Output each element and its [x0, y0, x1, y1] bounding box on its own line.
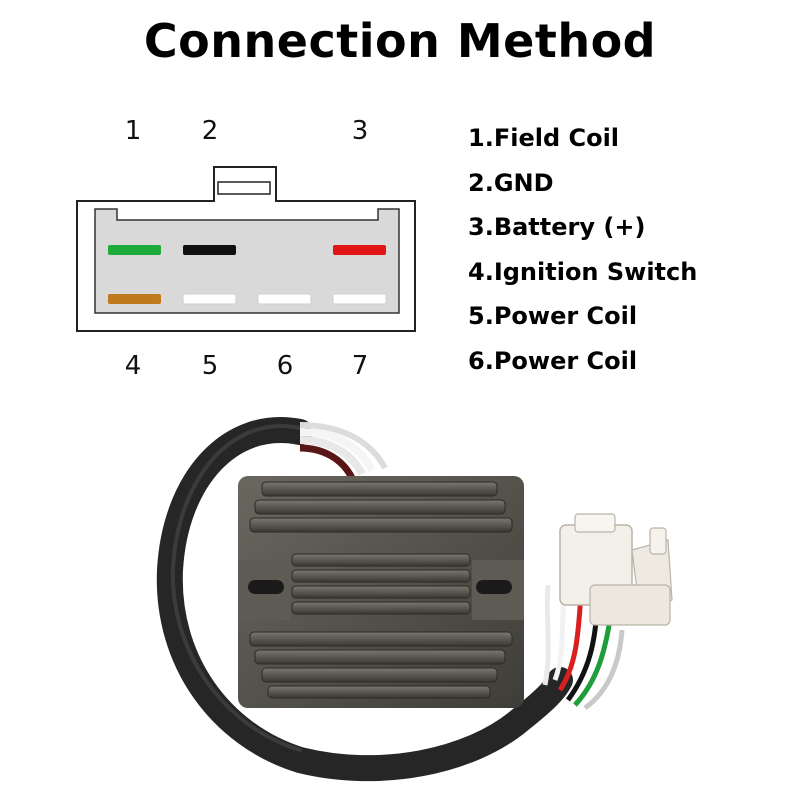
legend-item-5: 5.Power Coil	[468, 302, 638, 330]
mount-hole-left	[248, 580, 284, 594]
terminal-pin-3	[333, 245, 386, 255]
pin-number-7: 7	[351, 351, 369, 381]
plug-wires	[542, 584, 625, 711]
connector-plug	[559, 513, 673, 626]
legend-item-4: 4.Ignition Switch	[468, 257, 698, 286]
terminal-pin-1	[108, 245, 161, 255]
terminal-pin-2	[183, 245, 236, 255]
cable-loop	[156, 417, 573, 782]
terminal-pin-7	[332, 293, 387, 305]
connector-housing	[76, 166, 416, 332]
pin-number-6: 6	[276, 351, 294, 381]
legend-item-1: 1.Field Coil	[468, 124, 620, 152]
pin-number-3: 3	[351, 116, 369, 146]
pin-number-5: 5	[201, 351, 219, 381]
connector-cavity	[94, 208, 400, 314]
legend-item-6: 6.Power Coil	[468, 346, 638, 375]
top-wires	[299, 422, 388, 480]
legend-item-2: 2.GND	[468, 168, 554, 197]
terminal-pin-4	[108, 294, 161, 304]
terminal-pin-5	[182, 293, 237, 305]
terminal-pin-6	[257, 293, 312, 305]
page-title: Connection Method	[143, 14, 657, 68]
pin-legend: 1.Field Coil 2.GND 3.Battery (+) 4.Ignit…	[468, 120, 697, 387]
connector-latch	[217, 181, 271, 195]
mount-hole-right	[476, 580, 512, 594]
cable-highlight	[170, 424, 302, 752]
regulator-body	[238, 476, 524, 708]
pin-number-4: 4	[124, 351, 142, 381]
pin-number-2: 2	[201, 116, 219, 146]
pin-number-1: 1	[124, 116, 142, 146]
legend-item-3: 3.Battery (+)	[468, 213, 646, 241]
